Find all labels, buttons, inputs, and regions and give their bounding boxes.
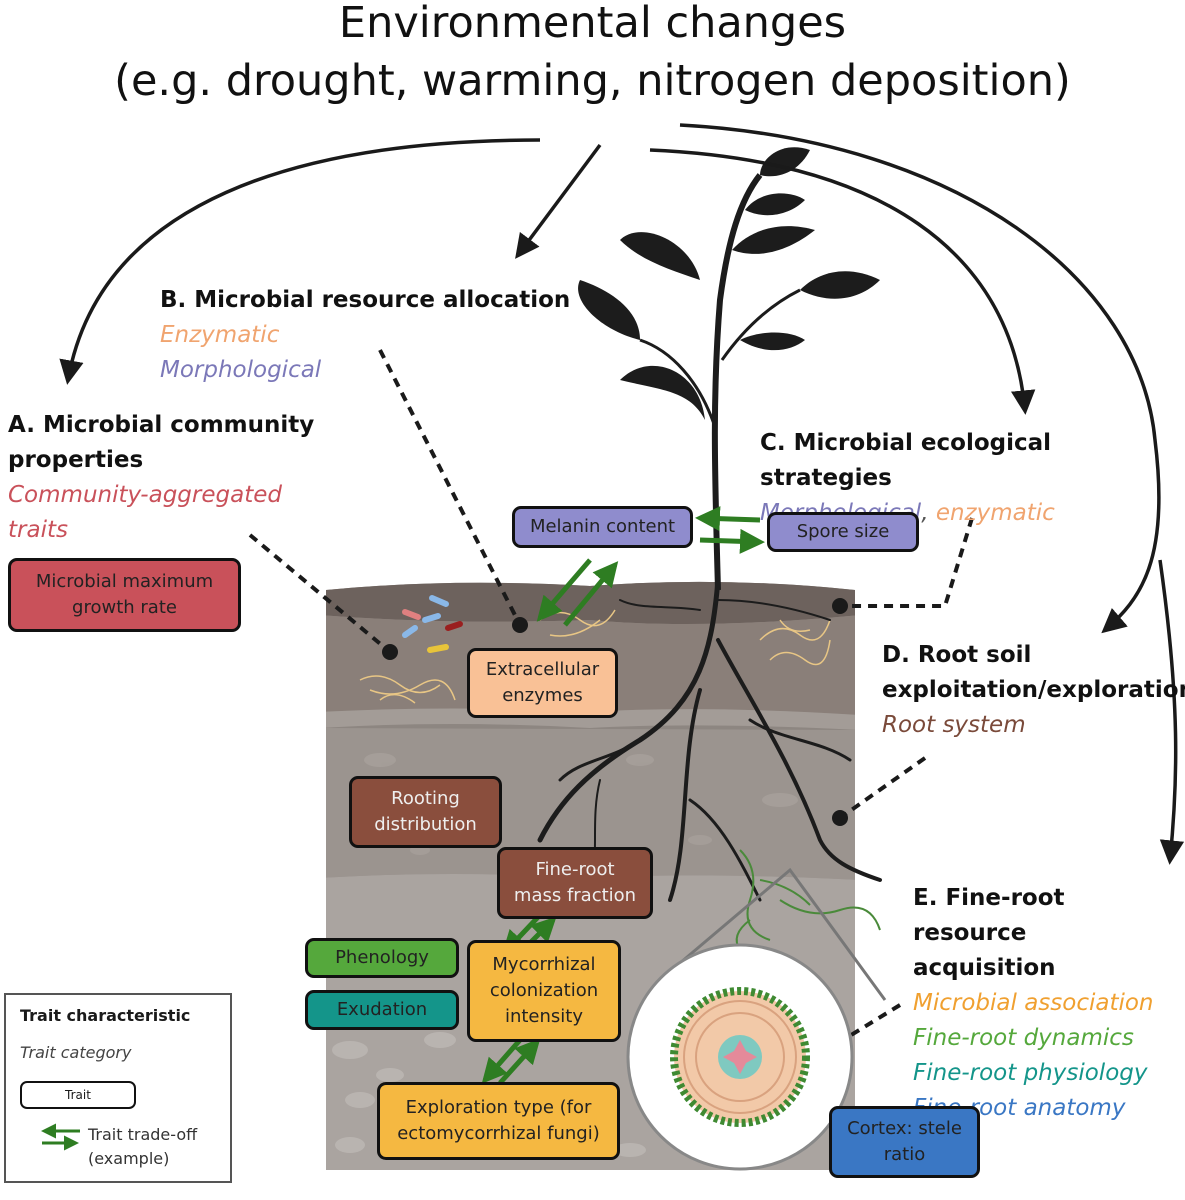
section-a-heading: A. Microbial community bbox=[8, 412, 315, 438]
section-e-heading-cont: acquisition bbox=[913, 955, 1056, 981]
section-a-heading-cont: properties bbox=[8, 447, 144, 473]
trait-exploration-type: Exploration type (for ectomycorrhizal fun… bbox=[377, 1082, 620, 1160]
section-c-category-enzymatic: enzymatic bbox=[928, 500, 1055, 526]
legend-trait-sample: Trait bbox=[20, 1081, 136, 1109]
legend-tradeoff-icon bbox=[41, 1123, 80, 1151]
page-subtitle: (e.g. drought, warming, nitrogen deposit… bbox=[114, 56, 1071, 106]
trait-fine-root-mass-fraction: Fine-root mass fraction bbox=[497, 847, 653, 919]
trait-rooting-distribution: Rooting distribution bbox=[349, 776, 502, 848]
legend-trait-label: Trait bbox=[65, 1088, 91, 1102]
section-e-category-microbial: Microbial association bbox=[913, 990, 1154, 1016]
section-e-heading: E. Fine-root resource bbox=[913, 885, 1065, 946]
trait-label: Extracellular bbox=[485, 659, 600, 680]
trait-label: growth rate bbox=[72, 597, 177, 618]
section-d-heading-cont: exploitation/exploration bbox=[882, 677, 1185, 703]
trait-microbial-growth-rate: Microbial maximum growth rate bbox=[8, 558, 241, 632]
trait-label: colonization bbox=[489, 980, 599, 1001]
trait-exudation: Exudation bbox=[305, 990, 459, 1030]
section-a-category: Community-aggregated bbox=[8, 482, 282, 508]
trait-label: Cortex: stele bbox=[847, 1118, 962, 1139]
section-d-heading: D. Root soil bbox=[882, 642, 1032, 668]
section-b: B. Microbial resource allocation Enzymat… bbox=[160, 283, 570, 388]
section-d: D. Root soil exploitation/exploration Ro… bbox=[882, 638, 1185, 743]
plant-roots bbox=[537, 577, 882, 902]
trait-spore-size: Spore size bbox=[767, 512, 919, 552]
section-e-category-physiology: Fine-root physiology bbox=[913, 1060, 1148, 1086]
section-b-category-morphological: Morphological bbox=[160, 357, 322, 383]
section-c-heading: C. Microbial ecological strategies bbox=[760, 430, 1052, 491]
trait-phenology: Phenology bbox=[305, 938, 459, 978]
section-a: A. Microbial community properties Commun… bbox=[8, 408, 314, 548]
trait-label: ectomycorrhizal fungi) bbox=[397, 1123, 600, 1144]
trait-label: Spore size bbox=[796, 521, 890, 542]
trait-extracellular-enzymes: Extracellular enzymes bbox=[467, 648, 618, 718]
trait-label: Exploration type (for bbox=[405, 1097, 592, 1118]
environmental-change-arrows bbox=[59, 123, 1185, 865]
trait-melanin-content: Melanin content bbox=[512, 506, 693, 548]
legend-tradeoff: Trait trade-off (example) bbox=[88, 1123, 197, 1171]
plant-shoot bbox=[578, 147, 880, 591]
section-e-category-dynamics: Fine-root dynamics bbox=[913, 1025, 1134, 1051]
legend: Trait characteristic Trait category Trai… bbox=[4, 993, 232, 1183]
trait-mycorrhizal-colonization: Mycorrhizal colonization intensity bbox=[467, 940, 621, 1042]
trait-label: Rooting bbox=[391, 788, 460, 809]
trait-label: mass fraction bbox=[513, 885, 637, 906]
trait-label: Mycorrhizal bbox=[492, 954, 596, 975]
trait-label: Phenology bbox=[335, 947, 429, 968]
trait-label: ratio bbox=[883, 1144, 926, 1165]
page-title: Environmental changes bbox=[338, 0, 847, 48]
trait-label: distribution bbox=[374, 814, 477, 835]
section-b-heading: B. Microbial resource allocation bbox=[160, 287, 571, 313]
trait-label: Microbial maximum bbox=[35, 571, 214, 592]
trait-label: Exudation bbox=[336, 999, 428, 1020]
section-b-category-enzymatic: Enzymatic bbox=[160, 322, 280, 348]
legend-category: Trait category bbox=[20, 1043, 132, 1062]
trait-label: enzymes bbox=[502, 685, 583, 706]
trait-cortex-stele-ratio: Cortex: stele ratio bbox=[829, 1106, 980, 1178]
section-a-category-cont: traits bbox=[8, 517, 68, 543]
trait-label: intensity bbox=[504, 1006, 584, 1027]
trait-label: Melanin content bbox=[529, 516, 676, 537]
trait-label: Fine-root bbox=[535, 859, 615, 880]
section-d-category: Root system bbox=[882, 712, 1026, 738]
legend-title: Trait characteristic bbox=[20, 1006, 191, 1025]
section-c-separator: , bbox=[921, 500, 929, 526]
legend-tradeoff-note: (example) bbox=[88, 1149, 170, 1168]
root-cross-section bbox=[626, 867, 887, 1171]
legend-tradeoff-label: Trait trade-off bbox=[88, 1125, 198, 1144]
section-e: E. Fine-root resource acquisition Microb… bbox=[913, 881, 1185, 1126]
